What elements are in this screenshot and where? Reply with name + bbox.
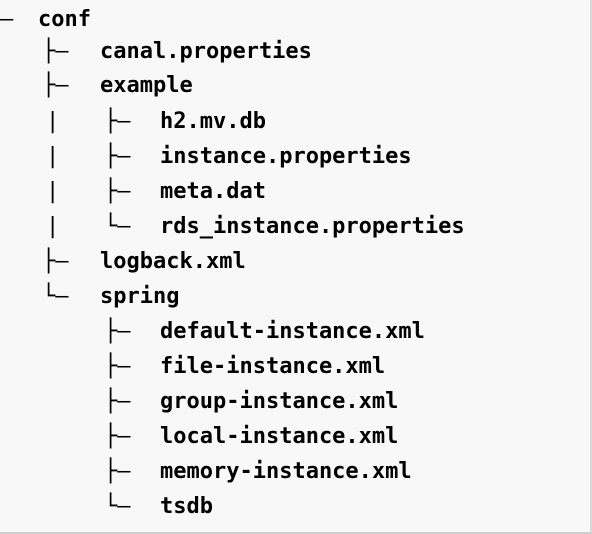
tree-row-instance-properties: | ├— instance.properties	[0, 139, 590, 175]
tree-row-example: ├— example	[0, 68, 590, 104]
tree-row-default-instance-xml: ├— default-instance.xml	[0, 314, 590, 350]
tree-connector: ├—	[42, 249, 69, 274]
file-name-default-instance-xml: default-instance.xml	[160, 319, 425, 344]
folder-name-spring: spring	[100, 284, 180, 309]
tree-row-rds-instance-properties: | └— rds_instance.properties	[0, 209, 590, 245]
folder-name-example: example	[100, 73, 193, 98]
tree-connector: ├—	[104, 354, 131, 379]
file-name-canal-properties: canal.properties	[100, 39, 312, 64]
tree-row-conf: — conf	[0, 2, 590, 38]
tree-row-canal-properties: ├— canal.properties	[0, 34, 590, 70]
tree-connector: ├—	[42, 73, 69, 98]
tree-row-spring: └— spring	[0, 279, 590, 315]
tree-row-memory-instance-xml: ├— memory-instance.xml	[0, 454, 590, 490]
tree-row-group-instance-xml: ├— group-instance.xml	[0, 384, 590, 420]
tree-branch-pipe: |	[46, 109, 60, 134]
folder-name-conf: conf	[38, 7, 91, 32]
file-name-h2-mv-db: h2.mv.db	[160, 109, 266, 134]
tree-connector: ├—	[104, 459, 131, 484]
tree-connector: ├—	[104, 144, 131, 169]
tree-row-h2-mv-db: | ├— h2.mv.db	[0, 104, 590, 140]
file-name-file-instance-xml: file-instance.xml	[160, 354, 386, 379]
tree-connector: ├—	[104, 424, 131, 449]
file-name-meta-dat: meta.dat	[160, 179, 266, 204]
tree-connector: └—	[104, 214, 131, 239]
tree-row-tsdb: └— tsdb	[0, 489, 590, 525]
file-name-group-instance-xml: group-instance.xml	[160, 389, 399, 414]
tree-branch-pipe: |	[46, 214, 60, 239]
tree-connector: ├—	[104, 389, 131, 414]
file-name-rds-instance-properties: rds_instance.properties	[160, 214, 465, 239]
tree-row-local-instance-xml: ├— local-instance.xml	[0, 419, 590, 455]
tree-connector: └—	[104, 494, 131, 519]
file-name-local-instance-xml: local-instance.xml	[160, 424, 399, 449]
tree-branch-pipe: |	[46, 144, 60, 169]
tree-connector: ├—	[104, 319, 131, 344]
tree-row-meta-dat: | ├— meta.dat	[0, 174, 590, 210]
tree-row-file-instance-xml: ├— file-instance.xml	[0, 349, 590, 385]
tree-connector: └—	[42, 284, 69, 309]
folder-name-tsdb: tsdb	[160, 494, 213, 519]
file-name-memory-instance-xml: memory-instance.xml	[160, 459, 412, 484]
tree-connector: ├—	[104, 179, 131, 204]
tree-connector: ├—	[42, 39, 69, 64]
tree-connector: ├—	[104, 109, 131, 134]
tree-row-logback-xml: ├— logback.xml	[0, 244, 590, 280]
tree-branch-pipe: |	[46, 179, 60, 204]
file-name-logback-xml: logback.xml	[100, 249, 246, 274]
file-name-instance-properties: instance.properties	[160, 144, 412, 169]
tree-connector: —	[0, 7, 14, 32]
